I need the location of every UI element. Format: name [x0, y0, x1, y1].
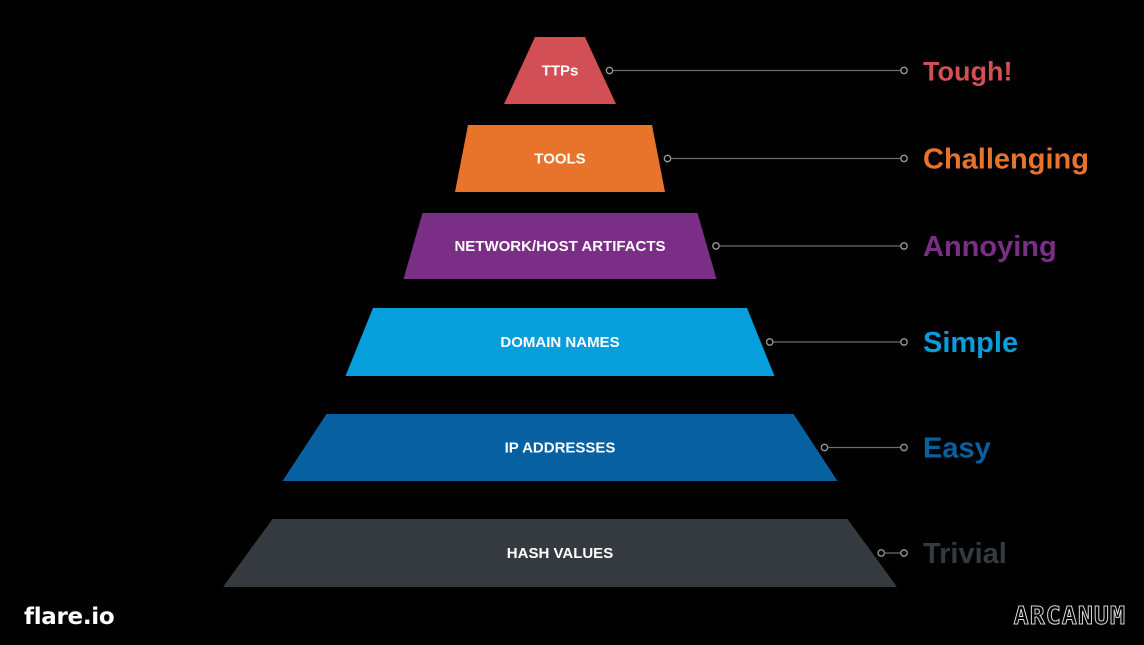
connector-end-dot-4 — [900, 443, 908, 452]
difficulty-label-2: Annoying — [923, 231, 1057, 263]
tier-label-4: IP ADDRESSES — [505, 440, 616, 457]
difficulty-label-5: Trivial — [923, 538, 1007, 570]
tier-label-3: DOMAIN NAMES — [500, 334, 619, 351]
difficulty-label-0: Tough! — [923, 57, 1012, 87]
connector-end-dot-5 — [900, 549, 908, 557]
arcanum-logo: ARCANUM — [1013, 601, 1126, 631]
connector-end-dot-2 — [900, 242, 908, 250]
difficulty-label-1: Challenging — [923, 144, 1089, 176]
tier-label-0: TTPs — [542, 63, 579, 80]
pyramid-tier-1 — [455, 125, 665, 192]
pyramid-tier-0 — [504, 37, 616, 104]
tier-label-1: TOOLS — [534, 151, 585, 168]
pyramid-tier-2 — [403, 213, 717, 279]
pyramid-tier-3 — [345, 308, 775, 376]
tier-label-5: HASH VALUES — [507, 545, 613, 562]
connector-start-dot-5 — [877, 549, 886, 557]
connector-end-dot-1 — [900, 154, 908, 163]
connector-end-dot-3 — [900, 338, 908, 346]
connector-start-dot-0 — [605, 66, 614, 75]
flare-io-logo: flare.io — [24, 604, 115, 630]
connector-start-dot-4 — [820, 443, 829, 452]
difficulty-label-3: Simple — [923, 327, 1018, 359]
tier-label-2: NETWORK/HOST ARTIFACTS — [454, 238, 665, 255]
connector-start-dot-1 — [663, 154, 672, 163]
connector-start-dot-2 — [712, 242, 720, 250]
connector-start-dot-3 — [765, 338, 774, 346]
difficulty-label-4: Easy — [923, 433, 991, 465]
connector-end-dot-0 — [900, 66, 908, 75]
pyramid-tier-5 — [223, 519, 897, 587]
pyramid-tier-4 — [282, 414, 838, 481]
